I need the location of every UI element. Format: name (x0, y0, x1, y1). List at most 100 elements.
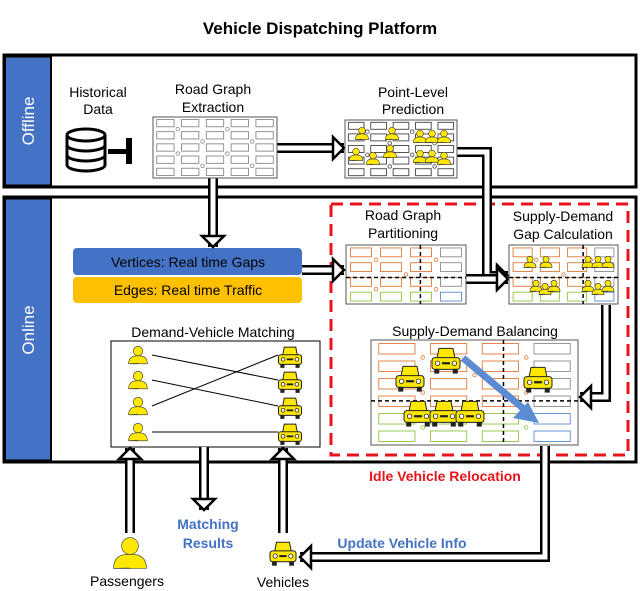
road-segment (481, 343, 519, 355)
matching-label: Demand-Vehicle Matching (131, 324, 294, 340)
balancing-label: Supply-Demand Balancing (392, 323, 558, 339)
arrow-head-icon (331, 255, 346, 285)
road-segment (533, 343, 571, 355)
road-segment (380, 247, 402, 258)
gap-calculation-label-2: Gap Calculation (513, 226, 613, 242)
partitioning-label-2: Partitioning (368, 225, 438, 241)
road-segment (512, 291, 533, 302)
road-segment (437, 168, 455, 177)
road-segment (205, 143, 225, 152)
road-node (410, 129, 415, 134)
road-node (365, 152, 370, 157)
road-node (225, 151, 230, 156)
road-node (524, 355, 529, 360)
person-icon (413, 149, 427, 163)
road-node (420, 355, 425, 360)
road-segment (350, 291, 372, 302)
road-segment (181, 167, 200, 177)
edges-bar-label: Edges: Real time Traffic (114, 282, 262, 298)
person-icon (366, 151, 380, 165)
arrow-head-icon (198, 234, 228, 249)
road-graph-extraction-label-1: Road Graph (175, 81, 251, 97)
road-segment (392, 156, 410, 165)
road-node (249, 139, 255, 144)
passengers-person-icon (113, 537, 147, 569)
passengers-to-matching-arrow (115, 446, 145, 533)
matching-content (128, 346, 302, 445)
passengers-label: Passengers (90, 573, 164, 589)
road-segment (533, 413, 571, 425)
person-icon (349, 147, 363, 161)
matching-results-arrow (189, 447, 219, 512)
road-segment (440, 277, 462, 287)
road-node (365, 129, 370, 134)
road-segment (230, 143, 249, 152)
road-segment (430, 378, 468, 390)
person-icon (523, 255, 537, 268)
relocation-arrow-icon (460, 355, 539, 423)
idle-relocation-box (329, 202, 630, 457)
road-segment (370, 168, 387, 177)
road-node (225, 126, 230, 132)
arrow-head-icon (268, 446, 298, 461)
road-segment (440, 247, 462, 258)
road-segment (181, 155, 200, 164)
road-segment (230, 118, 249, 128)
gap-to-balancing-arrow (578, 305, 611, 412)
car-icon (278, 371, 302, 393)
idle-relocation-label: Idle Vehicle Relocation (369, 468, 521, 484)
person-icon (547, 279, 561, 292)
edges-bar (73, 277, 302, 303)
arrow-head-icon (578, 382, 593, 412)
person-icon (591, 282, 605, 295)
road-segment (481, 413, 519, 425)
road-node (433, 257, 439, 262)
road-segment (594, 277, 615, 287)
partitioning-label-1: Road Graph (365, 207, 441, 223)
road-segment (430, 430, 468, 442)
arrow-head-icon (189, 497, 219, 512)
road-node (403, 272, 409, 277)
car-icon (278, 346, 302, 368)
update-vehicle-info-label: Update Vehicle Info (337, 535, 466, 551)
person-icon (601, 255, 615, 268)
road-segment (533, 360, 571, 372)
road-segment (350, 247, 372, 258)
matching-results-label-2: Results (183, 535, 234, 551)
road-segment (392, 145, 410, 153)
road-segment (512, 277, 533, 287)
road-segment (350, 277, 372, 287)
road-segment (380, 262, 402, 273)
balancing-to-vehicles-arrow (298, 446, 550, 572)
car-icon (278, 423, 302, 445)
road-segment (350, 262, 372, 273)
road-segment (594, 291, 615, 302)
online-panel: Online Vertices: Real time Gaps Edges: R… (2, 195, 638, 464)
road-segment (378, 430, 416, 442)
gap-calculation-label-1: Supply-Demand (513, 208, 613, 224)
road-segment (181, 131, 200, 140)
road-node (420, 425, 425, 430)
road-node (175, 126, 180, 132)
road-segment (380, 291, 402, 302)
vehicles-label: Vehicles (257, 574, 309, 590)
extraction-to-prediction-arrow (277, 133, 346, 163)
person-icon (539, 255, 553, 268)
road-segment (392, 168, 410, 177)
road-node (433, 287, 439, 292)
road-segment (230, 131, 249, 140)
road-node (524, 425, 529, 430)
road-segment (255, 131, 274, 140)
car-icon (523, 366, 553, 393)
point-level-prediction-label-2: Prediction (382, 101, 444, 117)
vertices-bar-label: Vertices: Real time Gaps (111, 254, 265, 270)
road-segment (255, 155, 274, 164)
road-graph-partitioning-grid (345, 244, 467, 305)
offline-label: Offline (19, 97, 38, 146)
road-node (200, 163, 205, 168)
historical-data-label-1: Historical (69, 84, 127, 100)
road-segment (415, 121, 432, 130)
road-segment (181, 118, 200, 128)
road-segment (539, 277, 560, 287)
